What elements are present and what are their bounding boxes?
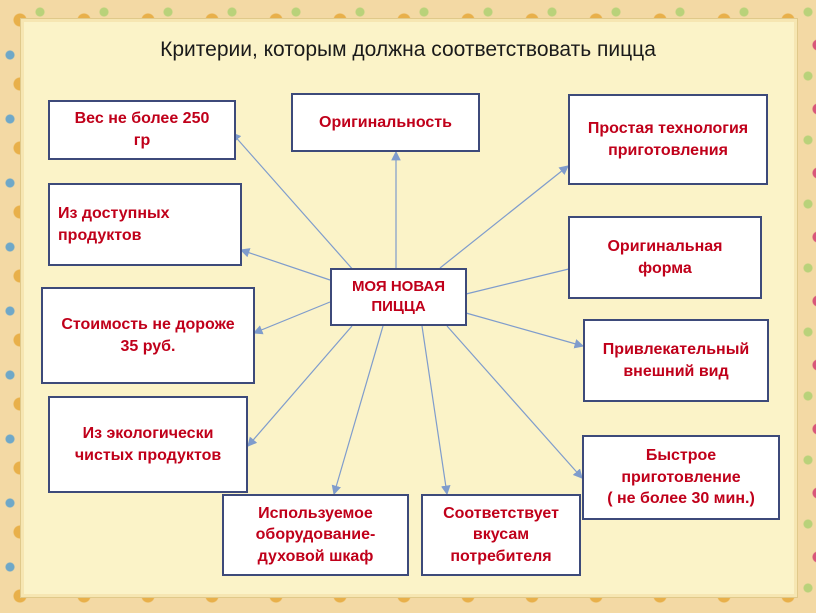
criterion-simple-technology: Простая технология приготовления <box>568 94 768 185</box>
criterion-fast-cooking: Быстрое приготовление ( не более 30 мин.… <box>582 435 780 520</box>
arrow-weight <box>231 132 356 273</box>
arrow-shape <box>465 264 579 295</box>
center-node: МОЯ НОВАЯ ПИЦЦА <box>330 268 467 326</box>
criterion-originality: Оригинальность <box>291 93 480 152</box>
arrow-equipment <box>331 325 384 496</box>
arrow-fast <box>446 325 583 479</box>
criterion-equipment: Используемое оборудование- духовой шкаф <box>222 494 409 576</box>
criterion-cost: Стоимость не дороже 35 руб. <box>41 287 255 384</box>
arrow-eco <box>247 325 353 447</box>
arrow-available <box>239 248 331 281</box>
criterion-original-shape: Оригинальная форма <box>568 216 762 299</box>
criterion-available-products: Из доступных продуктов <box>48 183 242 266</box>
slide-title: Критерии, которым должна соответствовать… <box>160 38 656 61</box>
criterion-weight: Вес не более 250 гр <box>48 100 236 160</box>
arrow-cost <box>252 301 331 335</box>
arrow-look <box>465 312 585 349</box>
criterion-consumer-taste: Соответствует вкусам потребителя <box>421 494 581 576</box>
arrow-simple-tech <box>439 165 569 269</box>
criterion-attractive-look: Привлекательный внешний вид <box>583 319 769 402</box>
criterion-eco-products: Из экологически чистых продуктов <box>48 396 248 493</box>
arrow-taste <box>421 325 451 496</box>
